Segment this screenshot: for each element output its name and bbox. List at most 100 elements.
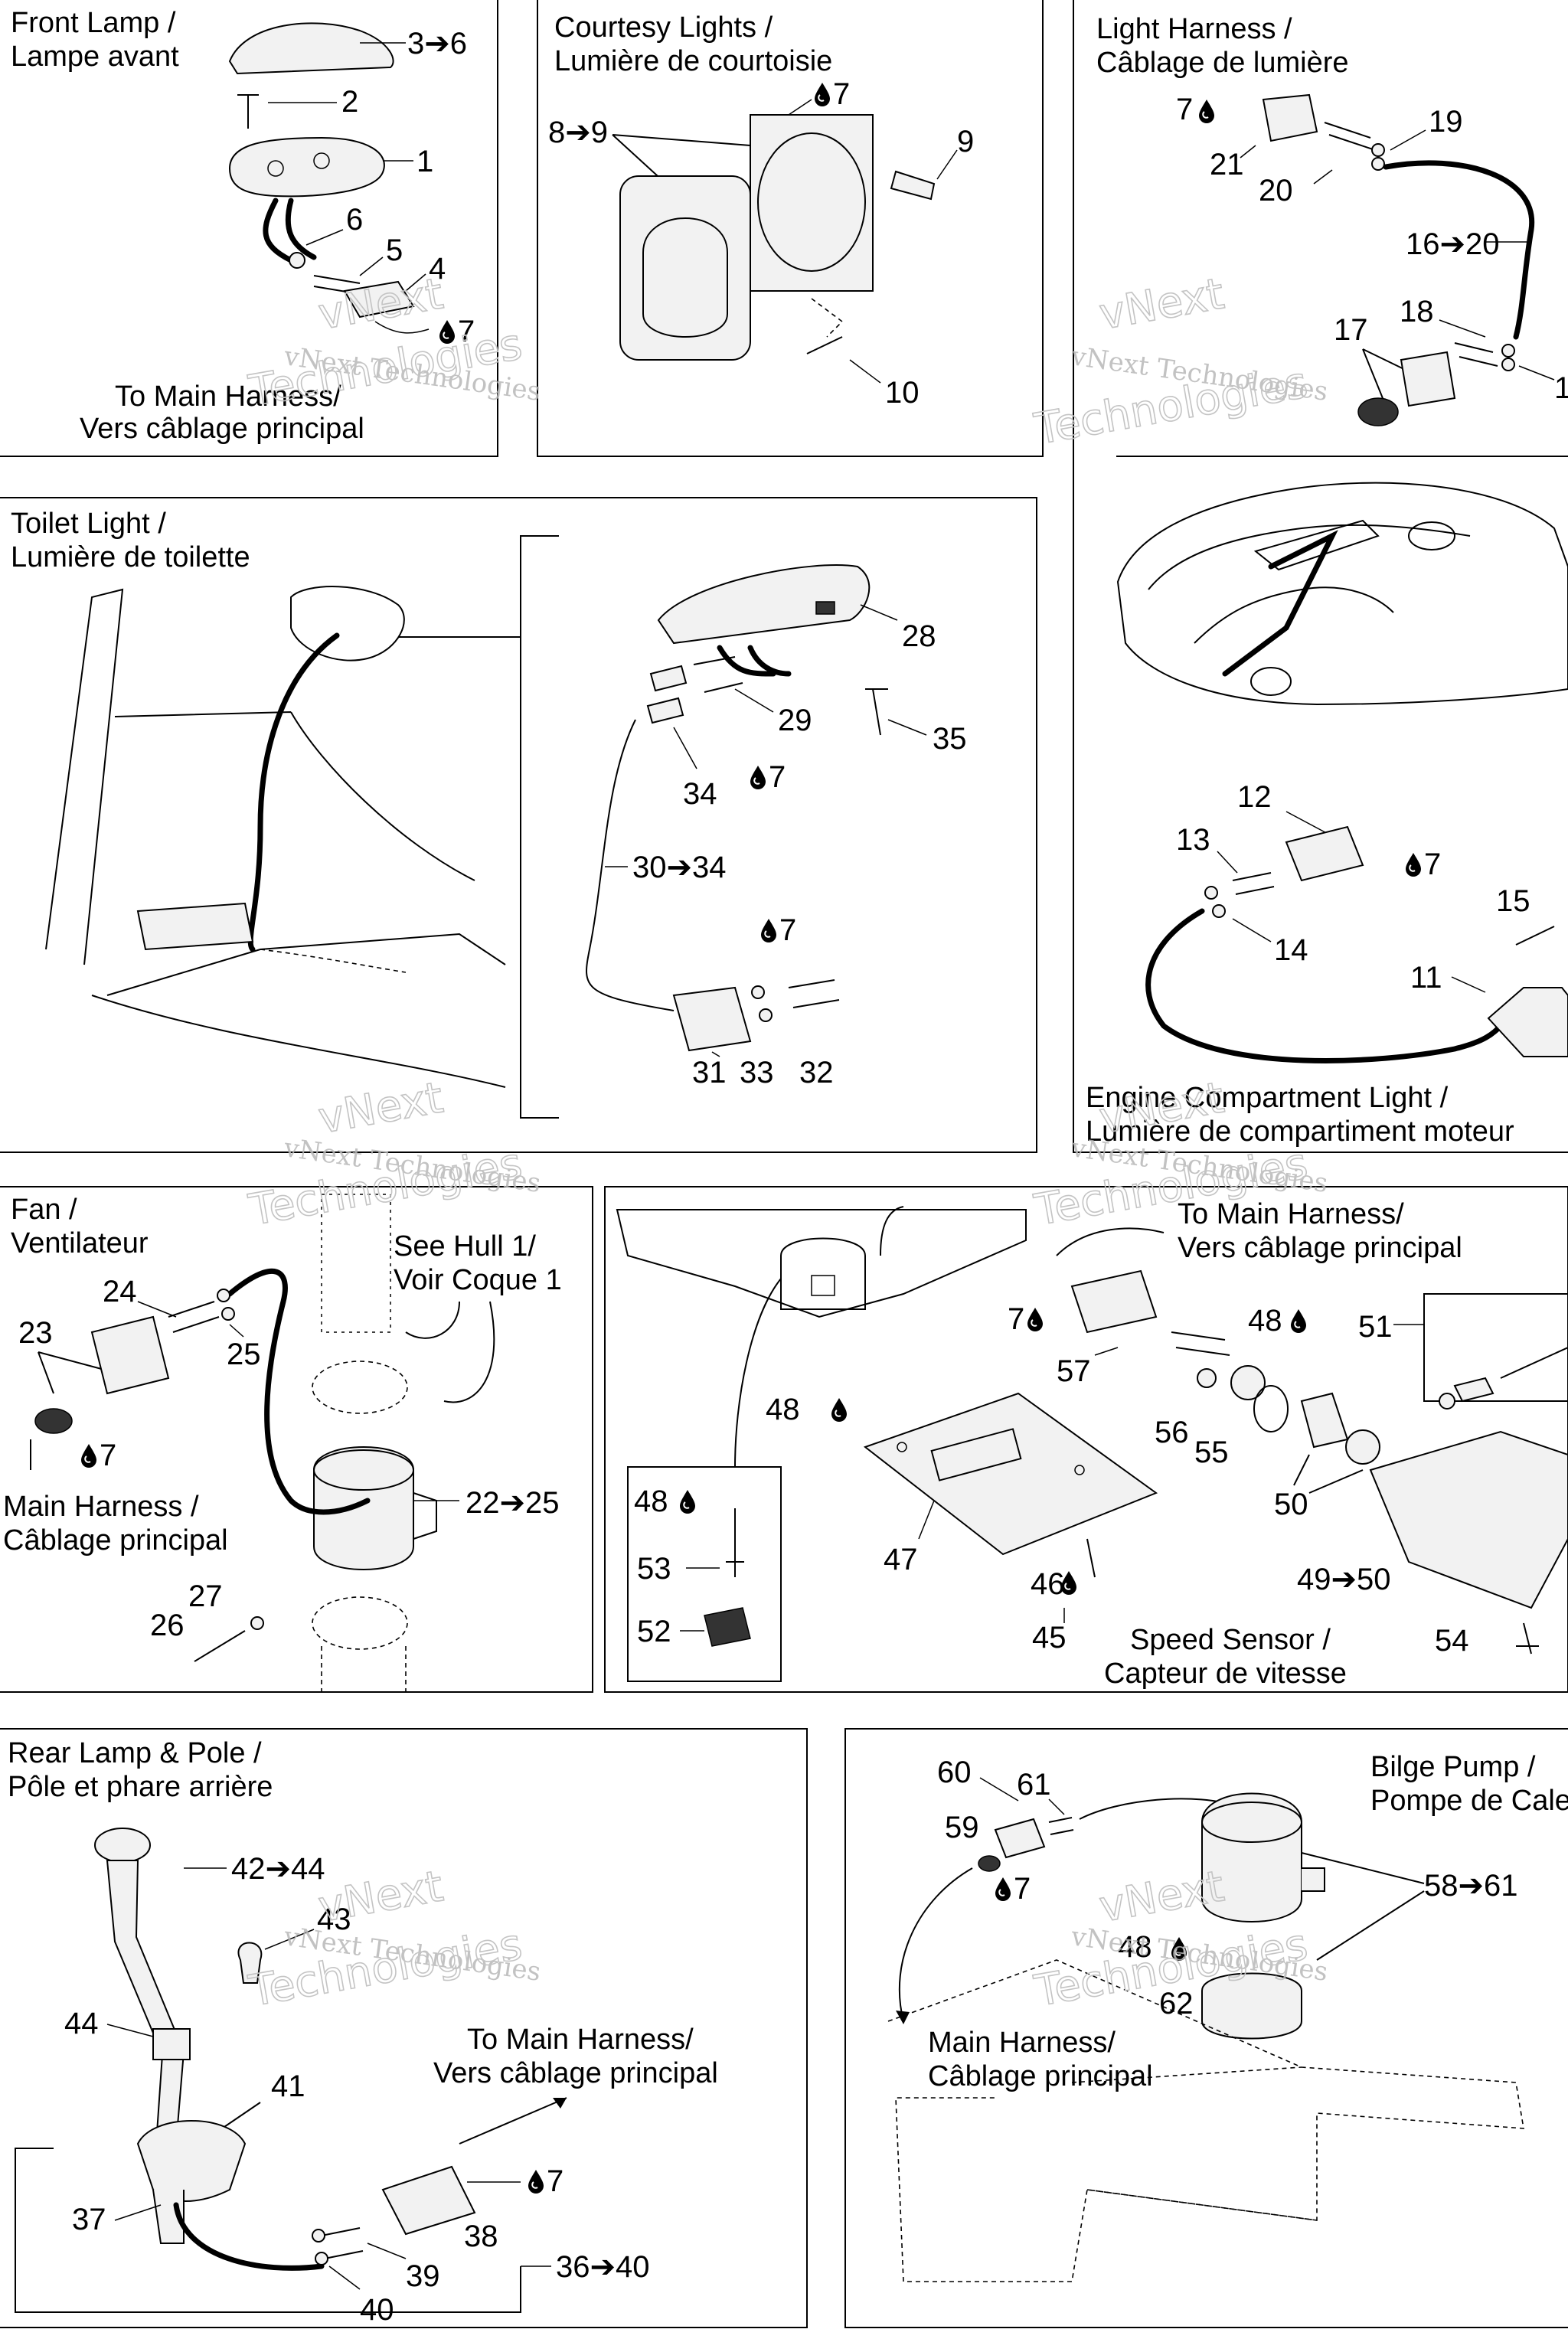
callout-14: 14	[1274, 933, 1308, 967]
toilet-light-panel: Toilet Light / Lumière de toilette 28 29…	[11, 508, 967, 1119]
fan-cable	[227, 1269, 371, 1515]
callout-8-9: 8➔9	[548, 116, 608, 149]
front-lamp-panel: Front Lamp / Lampe avant 3➔6 2 1 6 5 4 7…	[11, 7, 475, 445]
callout-60: 60	[937, 1756, 972, 1789]
engine-light-cable	[1145, 908, 1504, 1063]
callout-17: 17	[1334, 313, 1368, 347]
callout-49-50: 49➔50	[1297, 1563, 1391, 1596]
callout-58-61: 58➔61	[1424, 1869, 1518, 1903]
engine-light-lamp	[1487, 987, 1568, 1057]
engine-bay-hull	[1116, 482, 1568, 706]
callout-9: 9	[957, 125, 974, 158]
toilet-lamp	[657, 564, 871, 645]
callout-7c: 7	[1176, 93, 1193, 126]
callout-15: 15	[1496, 884, 1530, 918]
bilge-title-en: Bilge Pump /	[1370, 1751, 1536, 1783]
callout-7e: 7	[779, 913, 796, 947]
rear-base-socket	[136, 2120, 247, 2202]
callout-55: 55	[1194, 1436, 1229, 1469]
bilge-title-fr: Pompe de Cale	[1370, 1785, 1568, 1817]
callout-45: 45	[1032, 1621, 1067, 1655]
callout-11: 11	[1410, 961, 1442, 995]
fan-connector	[90, 1315, 170, 1395]
front-lamp-note-fr: Vers câblage principal	[80, 413, 364, 445]
fan-screw	[194, 1630, 246, 1662]
light-harness-panel: Light Harness / Câblage de lumière 7 19 …	[1096, 13, 1568, 706]
callout-31: 31	[692, 1056, 727, 1089]
callout-48d: 48	[1118, 1930, 1152, 1964]
callout-48c: 48	[634, 1485, 668, 1518]
callout-26: 26	[150, 1609, 185, 1642]
fan-title-fr: Ventilateur	[11, 1227, 149, 1259]
front-lamp-lens	[228, 22, 394, 75]
callout-7d: 7	[769, 760, 786, 794]
engine-light-connector	[1285, 825, 1364, 882]
front-lamp-title-fr: Lampe avant	[11, 41, 179, 73]
toilet-seat-block	[136, 902, 254, 951]
callout-37: 37	[72, 2203, 106, 2236]
callout-46: 46	[1031, 1567, 1065, 1601]
callout-41: 41	[271, 2069, 305, 2103]
fan-title-en: Fan /	[11, 1194, 77, 1226]
callout-6: 6	[346, 203, 363, 237]
callout-7f: 7	[1424, 848, 1441, 881]
speed-connector	[1070, 1269, 1158, 1334]
callout-30-34: 30➔34	[632, 851, 727, 884]
courtesy-title-en: Courtesy Lights /	[554, 11, 773, 44]
fan-panel: Fan / Ventilateur See Hull 1/ Voir Coque…	[3, 1194, 562, 1692]
speed-rivet	[726, 1508, 744, 1577]
watermark-8: vNext	[315, 1073, 446, 1143]
callout-57: 57	[1057, 1354, 1091, 1388]
light-harness-cable	[1383, 160, 1535, 340]
speed-title-fr: Capteur de vitesse	[1104, 1658, 1347, 1690]
callout-16: 16	[1554, 371, 1568, 405]
front-lamp-connector	[343, 280, 415, 318]
engine-light-panel: 12 7 13 14 15 11 Engine Compartment Ligh…	[1086, 780, 1568, 1148]
toilet-cabin-sketch	[45, 588, 506, 1088]
callout-38: 38	[464, 2220, 498, 2253]
callout-7i: 7	[547, 2164, 564, 2198]
bilge-main-harness-fr: Câblage principal	[928, 2060, 1153, 2092]
bilge-pump-panel: Bilge Pump / Pompe de Cale 60 61 59 7 58…	[887, 1751, 1568, 2282]
callout-7: 7	[458, 315, 475, 348]
fan-duct-hose	[321, 1194, 391, 1333]
callout-33: 33	[740, 1056, 774, 1089]
speed-sensor-bracket	[1369, 1430, 1568, 1609]
rear-bulb	[237, 1942, 263, 1984]
callout-51: 51	[1358, 1310, 1393, 1344]
callout-40: 40	[360, 2293, 394, 2327]
callout-32: 32	[799, 1056, 834, 1089]
speed-note-fr: Vers câblage principal	[1178, 1232, 1462, 1264]
callout-53: 53	[637, 1552, 671, 1586]
callout-23: 23	[18, 1316, 53, 1350]
courtesy-title-fr: Lumière de courtoisie	[554, 45, 832, 77]
light-harness-connector-17	[1400, 351, 1456, 407]
toilet-title-en: Toilet Light /	[11, 508, 166, 540]
callout-43: 43	[317, 1903, 351, 1936]
speed-mount-plate	[863, 1392, 1158, 1556]
fan-blower	[313, 1446, 414, 1570]
callout-48a: 48	[1248, 1304, 1282, 1338]
toilet-rivet	[865, 688, 888, 736]
front-lamp-title-en: Front Lamp /	[11, 7, 176, 39]
callout-18: 18	[1400, 295, 1434, 328]
engine-light-screw	[1515, 926, 1555, 946]
callout-56: 56	[1155, 1416, 1189, 1449]
courtesy-rivet	[806, 336, 843, 354]
callout-1: 1	[416, 145, 433, 178]
bilge-main-harness-en: Main Harness/	[928, 2027, 1116, 2059]
callout-7h: 7	[1008, 1302, 1024, 1336]
callout-54: 54	[1435, 1624, 1469, 1658]
rear-lamp-head	[94, 1828, 151, 1863]
rear-title-en: Rear Lamp & Pole /	[8, 1737, 262, 1769]
fan-note-en: See Hull 1/	[394, 1230, 536, 1263]
callout-7g: 7	[100, 1439, 116, 1472]
rear-cable	[173, 2202, 325, 2271]
callout-44: 44	[64, 2007, 99, 2040]
rear-title-fr: Pôle et phare arrière	[8, 1771, 273, 1803]
callout-20: 20	[1259, 174, 1293, 207]
toilet-title-fr: Lumière de toilette	[11, 541, 250, 573]
callout-10: 10	[885, 376, 920, 410]
light-harness-title-fr: Câblage de lumière	[1096, 47, 1349, 79]
